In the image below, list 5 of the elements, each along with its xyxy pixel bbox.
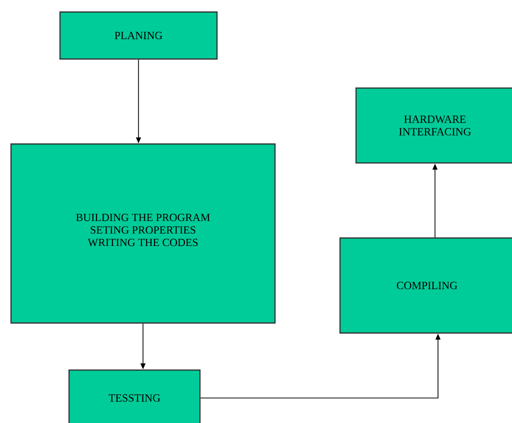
- process-box: PLANING: [59, 11, 218, 60]
- process-box: TESSTING: [68, 369, 201, 423]
- process-box: COMPILING: [339, 237, 512, 334]
- process-box: BUILDING THE PROGRAM SETING PROPERTIES WRITING THE CODES: [10, 143, 276, 324]
- process-box: HARDWARE INTERFACING: [355, 87, 512, 164]
